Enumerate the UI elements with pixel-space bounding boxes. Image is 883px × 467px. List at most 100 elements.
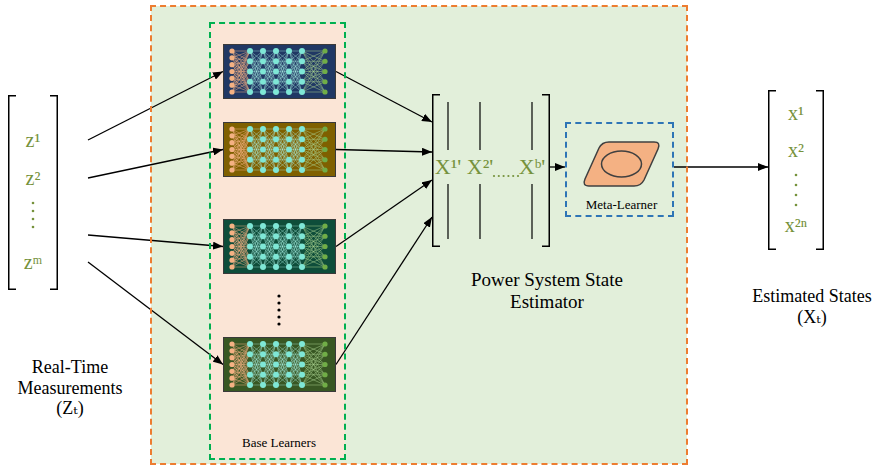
ellipsis-dot <box>795 204 798 207</box>
input-caption: Real-Time Measurements (Zₜ) <box>5 357 135 419</box>
hidden-neuron <box>247 372 253 378</box>
network-link <box>302 344 325 354</box>
hidden-neuron <box>247 264 253 270</box>
hidden-neuron <box>260 89 266 95</box>
hidden-neuron <box>299 79 305 85</box>
hidden-neuron <box>299 362 305 368</box>
hidden-neuron <box>286 233 292 239</box>
network-link <box>302 257 325 267</box>
arrow-line <box>88 262 223 365</box>
output-neuron <box>322 79 327 84</box>
network-link <box>232 58 250 92</box>
state-entry: x¹ <box>788 102 804 125</box>
right-bracket <box>816 91 823 250</box>
network-link <box>289 354 302 385</box>
hidden-neuron <box>273 244 279 250</box>
network-link <box>276 236 289 267</box>
input-neuron <box>229 258 234 263</box>
column-line <box>447 102 448 150</box>
hidden-neuron <box>286 351 292 357</box>
hidden-neuron <box>247 79 253 85</box>
network-link <box>232 354 250 371</box>
meta-learner-symbol <box>584 142 659 186</box>
left-bracket <box>9 96 16 290</box>
region-label: Power System State Estimator <box>462 269 632 313</box>
network-link <box>232 51 250 85</box>
network-link <box>302 129 325 150</box>
network-link <box>302 257 325 267</box>
hidden-neuron <box>273 48 279 54</box>
network-link <box>232 375 250 385</box>
ellipsis-dot <box>512 175 514 177</box>
neural-network-icon <box>223 337 336 392</box>
hidden-neuron <box>299 69 305 75</box>
input-neuron <box>229 341 234 346</box>
arrow-line <box>88 150 223 179</box>
hidden-neuron <box>299 126 305 132</box>
network-link <box>302 51 325 72</box>
hidden-neuron <box>260 362 266 368</box>
network-link <box>302 344 325 385</box>
hidden-neuron <box>260 58 266 64</box>
hidden-neuron <box>286 167 292 173</box>
left-bracket <box>769 91 776 250</box>
region-fill <box>151 6 687 464</box>
hidden-neuron <box>273 167 279 173</box>
ellipsis-dot <box>795 194 798 197</box>
hidden-neuron <box>260 254 266 260</box>
ellipsis-dot <box>507 175 509 177</box>
network-link <box>302 72 325 93</box>
hidden-neuron <box>286 244 292 250</box>
network-link <box>302 385 325 386</box>
network-frame <box>224 338 336 392</box>
arrow-line <box>550 166 565 167</box>
hidden-neuron <box>299 48 305 54</box>
hidden-neuron <box>273 233 279 239</box>
hidden-neuron <box>247 254 253 260</box>
network-link <box>302 129 325 170</box>
hidden-neuron <box>273 58 279 64</box>
hidden-neuron <box>273 351 279 357</box>
output-neuron <box>322 234 327 239</box>
hidden-neuron <box>247 167 253 173</box>
network-link <box>232 61 250 78</box>
hidden-neuron <box>260 126 266 132</box>
ellipsis-dot <box>503 175 505 177</box>
hidden-neuron <box>286 362 292 368</box>
network-link <box>302 51 325 82</box>
ellipsis-dot <box>795 174 798 177</box>
hidden-neuron <box>286 264 292 270</box>
measurement-entry: z¹ <box>26 129 41 152</box>
hidden-neuron <box>247 69 253 75</box>
network-link <box>302 226 325 247</box>
hidden-neuron <box>286 69 292 75</box>
input-neuron <box>229 237 234 242</box>
hidden-neuron <box>260 157 266 163</box>
prediction-entry: Xᵇ' <box>519 154 546 179</box>
network-link <box>302 344 325 345</box>
network-link <box>276 354 289 385</box>
hidden-neuron <box>247 126 253 132</box>
hidden-neuron <box>286 126 292 132</box>
network-link <box>263 139 276 170</box>
ellipsis-dot <box>277 315 280 318</box>
network-link <box>302 150 325 171</box>
network-link <box>232 61 250 92</box>
output-neuron <box>322 362 327 367</box>
base-learners-group: Base Learners <box>209 22 346 460</box>
network-link <box>302 160 325 170</box>
input-neuron <box>229 382 234 387</box>
network-link <box>276 139 289 170</box>
network-link <box>302 139 325 170</box>
output-neuron <box>322 372 327 377</box>
output-neuron <box>322 69 327 74</box>
network-link <box>232 136 250 170</box>
hidden-neuron <box>299 147 305 153</box>
measurement-entry: z² <box>26 167 41 190</box>
input-neuron <box>229 62 234 67</box>
network-link <box>302 129 325 150</box>
arrow-line <box>336 150 432 153</box>
input-neuron <box>229 244 234 249</box>
